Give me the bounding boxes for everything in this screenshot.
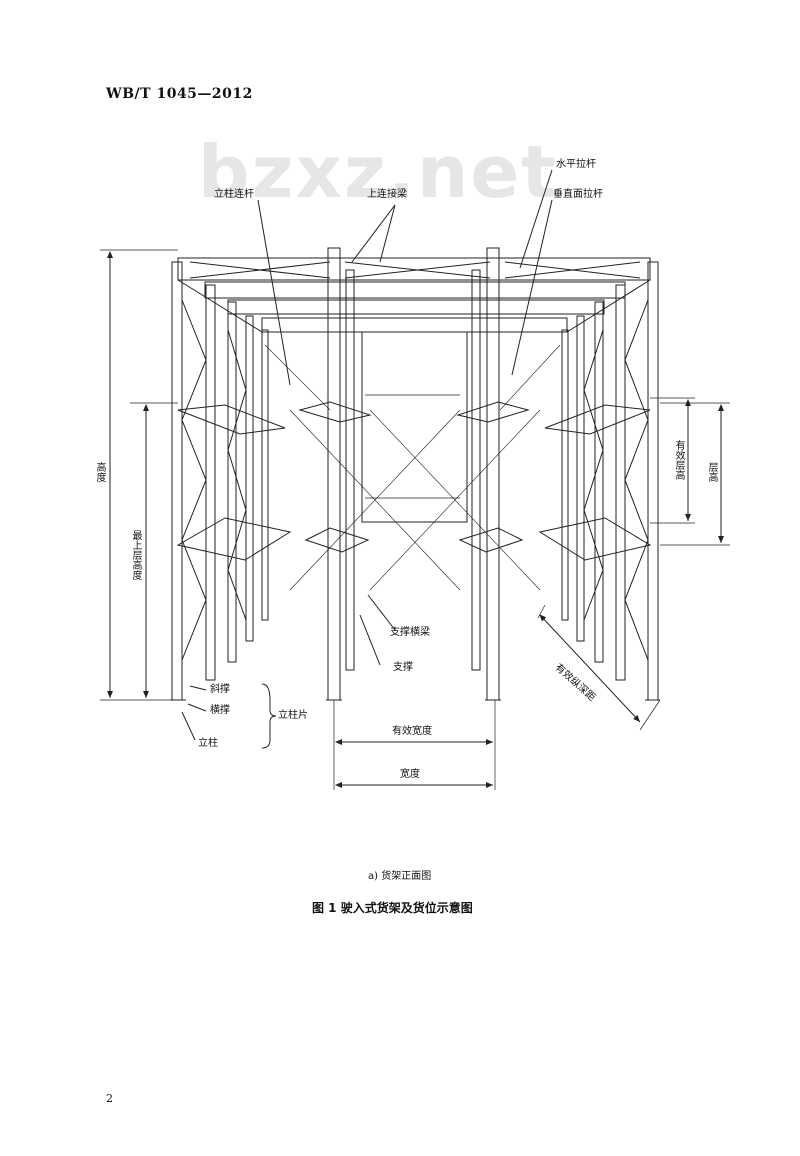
figure-caption: 图 1 驶入式货架及货位示意图 [312, 901, 473, 915]
label-vertical-plane-tie-rod: 垂直面拉杆 [553, 189, 603, 200]
label-effective-layer-height: 有效层高 [673, 440, 684, 480]
label-effective-width: 有效宽度 [392, 726, 432, 737]
page-number: 2 [106, 1092, 113, 1105]
back-frame [261, 317, 568, 333]
label-horizontal-tie-rod: 水平拉杆 [556, 159, 596, 170]
figure-subcaption: a) 货架正面图 [368, 871, 432, 882]
label-width: 宽度 [400, 769, 420, 780]
label-diagonal-brace: 斜撑 [210, 684, 230, 695]
central-right-column [486, 247, 500, 701]
watermark: bzxz.net [198, 130, 558, 214]
label-upper-connecting-beam: 上连接梁 [367, 189, 407, 200]
label-column: 立柱 [198, 738, 218, 749]
label-support: 支撑 [393, 662, 413, 673]
top-frame-outer [177, 257, 651, 281]
label-height: 高度 [94, 462, 105, 482]
label-column-connector: 立柱连杆 [214, 189, 254, 200]
top-frame-mid [204, 281, 626, 299]
standard-code-header: WB/T 1045—2012 [106, 86, 253, 102]
label-layer-height: 层高 [706, 462, 717, 482]
label-support-beam: 支撑横梁 [390, 627, 430, 638]
label-horizontal-brace: 横撑 [210, 705, 230, 716]
label-top-layer-height: 最上层高度 [130, 530, 141, 580]
central-left-column [327, 247, 341, 701]
label-upright-frame: 立柱片 [278, 710, 308, 721]
top-frame-inner [227, 299, 605, 315]
